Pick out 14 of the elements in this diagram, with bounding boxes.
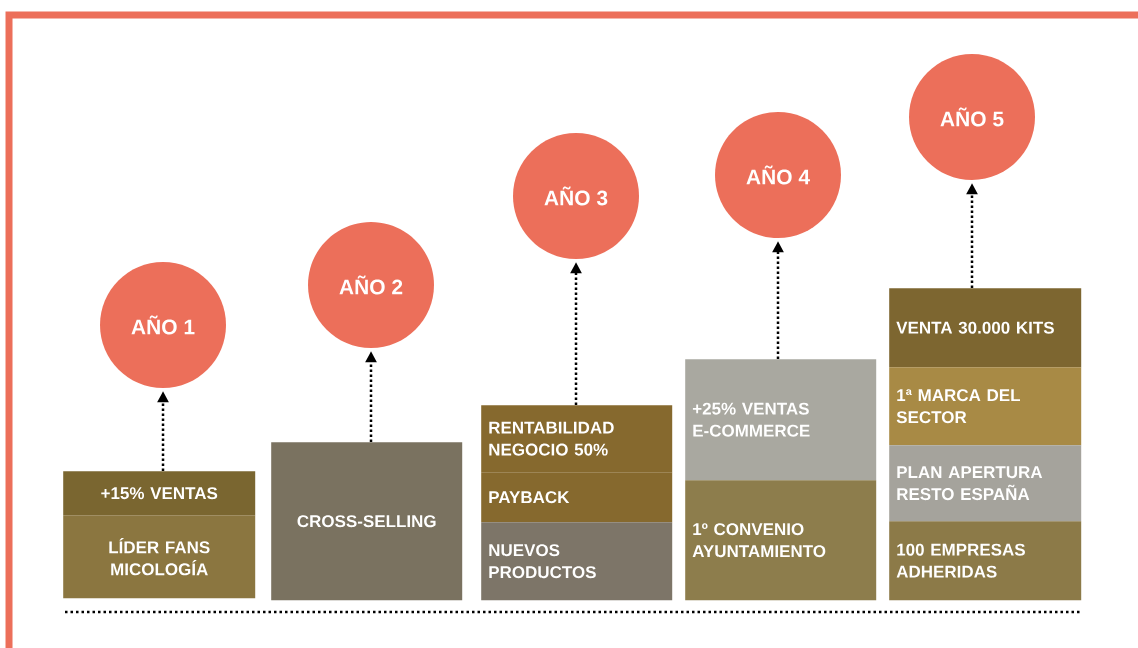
milestone-band: PAYBACK: [481, 472, 673, 523]
milestone-band: PLAN APERTURA RESTO ESPAÑA: [889, 445, 1082, 522]
milestone-band: LÍDER FANS MICOLOGÍA: [63, 515, 256, 599]
milestone-band: CROSS-SELLING: [271, 442, 463, 601]
node-label: PAYBACK: [489, 491, 570, 504]
milestone-band: 1ª MARCA DEL SECTOR: [889, 367, 1082, 446]
milestone-band: 1º CONVENIO AYUNTAMIENTO: [685, 480, 877, 601]
milestone-band: 100 EMPRESAS ADHERIDAS: [889, 521, 1082, 601]
node-label: RENTABILIDAD NEGOCIO 50%: [489, 421, 614, 456]
milestone-band: +25% VENTAS E-COMMERCE: [685, 359, 877, 481]
milestone-band: +15% VENTAS: [63, 471, 256, 516]
milestone-band: RENTABILIDAD NEGOCIO 50%: [481, 405, 673, 473]
milestone-band: VENTA 30.000 KITS: [889, 288, 1082, 368]
milestone-band: NUEVOS PRODUCTOS: [481, 522, 673, 601]
